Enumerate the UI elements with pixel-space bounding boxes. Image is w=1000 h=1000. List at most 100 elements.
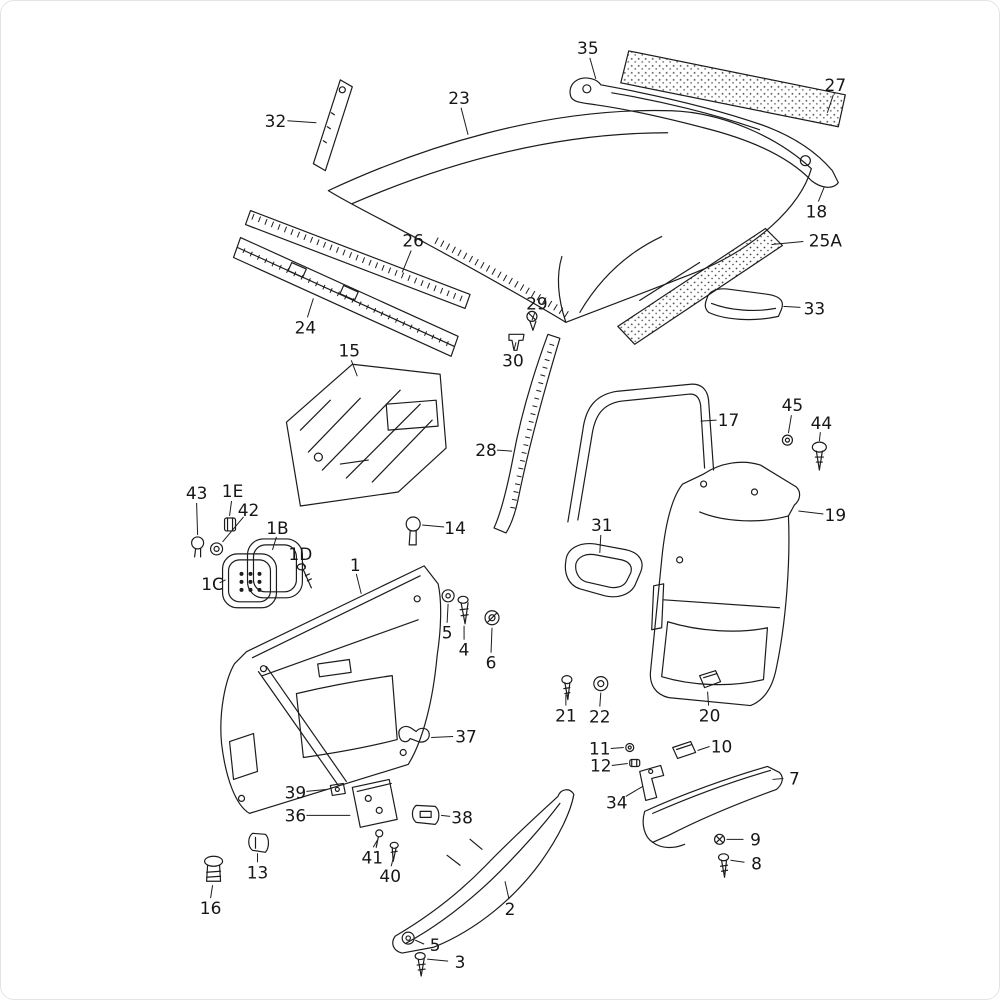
part-label-39: 39 bbox=[285, 782, 307, 802]
leader-line-2 bbox=[504, 881, 510, 900]
leader-line-12 bbox=[611, 762, 628, 766]
part-label-23: 23 bbox=[448, 88, 470, 108]
part-1c-speaker-grille bbox=[221, 553, 278, 609]
part-label-15: 15 bbox=[339, 340, 361, 360]
part-label-2: 2 bbox=[505, 899, 516, 919]
leader-line-35 bbox=[589, 57, 597, 79]
part-label-7: 7 bbox=[789, 768, 800, 788]
part-40-screw bbox=[389, 841, 399, 862]
part-label-40: 40 bbox=[379, 866, 401, 886]
part-label-18: 18 bbox=[806, 202, 828, 222]
part-label-25A: 25A bbox=[809, 231, 843, 251]
part-13-clip bbox=[248, 832, 270, 853]
part-label-41: 41 bbox=[361, 847, 383, 867]
part-1e-clip bbox=[223, 517, 237, 532]
part-3-screw bbox=[414, 951, 426, 977]
leader-line-20 bbox=[707, 691, 710, 706]
leader-line-44 bbox=[818, 432, 821, 442]
leader-line-15 bbox=[350, 360, 358, 377]
leader-line-14 bbox=[422, 524, 445, 528]
leader-line-6 bbox=[490, 627, 493, 653]
part-45-washer bbox=[781, 434, 794, 446]
part-11-fastener bbox=[625, 742, 635, 753]
leader-line-10 bbox=[697, 746, 710, 751]
part-33-grab-handle-trim bbox=[704, 288, 783, 321]
part-42-washer bbox=[209, 542, 224, 556]
leader-line-8 bbox=[730, 859, 745, 863]
leader-line-37 bbox=[431, 736, 454, 739]
leader-line-18 bbox=[817, 186, 825, 202]
part-28-b-pillar-trim bbox=[493, 333, 561, 534]
leader-line-45 bbox=[787, 415, 792, 434]
leader-line-34 bbox=[625, 785, 643, 797]
part-31-armrest-trim bbox=[564, 542, 643, 598]
part-label-1E: 1E bbox=[222, 481, 244, 501]
part-29-screw bbox=[526, 310, 538, 331]
leader-line-38 bbox=[441, 814, 451, 817]
leader-line-1B bbox=[271, 536, 277, 551]
part-label-45: 45 bbox=[782, 395, 804, 415]
part-label-6: 6 bbox=[486, 653, 497, 673]
part-32-a-pillar-trim bbox=[312, 79, 353, 172]
leader-line-42 bbox=[222, 516, 244, 543]
leader-line-17 bbox=[700, 419, 717, 422]
part-label-10: 10 bbox=[711, 737, 733, 757]
leader-line-29 bbox=[531, 312, 536, 321]
part-label-13: 13 bbox=[247, 862, 269, 882]
part-21-screw bbox=[561, 675, 573, 701]
part-label-27: 27 bbox=[825, 75, 847, 95]
part-30-clip bbox=[508, 333, 525, 351]
part-label-1D: 1D bbox=[288, 544, 312, 564]
part-label-14: 14 bbox=[444, 518, 466, 538]
leader-line-7 bbox=[772, 777, 784, 780]
leader-line-27 bbox=[826, 94, 834, 113]
part-6-grommet bbox=[484, 610, 500, 626]
part-19-quarter-trim-panel bbox=[649, 461, 801, 707]
part-15-quarter-glass bbox=[285, 363, 447, 507]
leader-line-28 bbox=[496, 449, 513, 452]
part-44-screw bbox=[811, 441, 827, 471]
part-label-35: 35 bbox=[577, 38, 599, 58]
part-label-1C: 1C bbox=[201, 574, 224, 594]
leader-line-1 bbox=[355, 573, 362, 594]
leader-line-23 bbox=[460, 107, 469, 135]
part-24-roof-rail bbox=[232, 236, 459, 357]
leader-line-40 bbox=[390, 858, 394, 867]
part-17-window-frame-seal bbox=[567, 383, 715, 523]
part-14-clip bbox=[405, 516, 421, 546]
part-label-28: 28 bbox=[475, 440, 497, 460]
part-1b-speaker-gasket bbox=[246, 538, 303, 599]
part-label-4: 4 bbox=[459, 640, 470, 660]
part-5b-washer bbox=[401, 931, 415, 945]
leader-line-5 bbox=[446, 603, 449, 623]
part-22-grommet bbox=[593, 676, 609, 692]
part-39-clip bbox=[329, 782, 346, 797]
part-2-sill-trim bbox=[392, 789, 575, 954]
part-34-bracket bbox=[639, 764, 665, 801]
part-label-3: 3 bbox=[455, 952, 466, 972]
part-label-34: 34 bbox=[606, 792, 628, 812]
part-label-36: 36 bbox=[285, 805, 307, 825]
leader-line-26 bbox=[401, 250, 412, 273]
part-label-1: 1 bbox=[350, 555, 361, 575]
leader-line-3 bbox=[427, 958, 449, 962]
leader-line-22 bbox=[599, 692, 602, 707]
part-label-32: 32 bbox=[265, 111, 287, 131]
part-36-bracket bbox=[351, 778, 398, 828]
leader-line-24 bbox=[306, 298, 314, 318]
part-5-washer bbox=[441, 589, 455, 603]
part-label-11: 11 bbox=[589, 739, 611, 759]
part-10-clip bbox=[672, 740, 697, 760]
leader-line-32 bbox=[287, 120, 317, 124]
part-label-17: 17 bbox=[718, 410, 740, 430]
part-20-clip bbox=[699, 670, 722, 689]
part-label-5: 5 bbox=[430, 935, 441, 955]
leader-line-33 bbox=[783, 305, 801, 308]
leader-line-11 bbox=[610, 747, 624, 749]
part-label-43: 43 bbox=[186, 483, 208, 503]
part-8-screw bbox=[717, 853, 730, 878]
leader-line-39 bbox=[306, 788, 328, 792]
part-label-26: 26 bbox=[402, 231, 424, 251]
